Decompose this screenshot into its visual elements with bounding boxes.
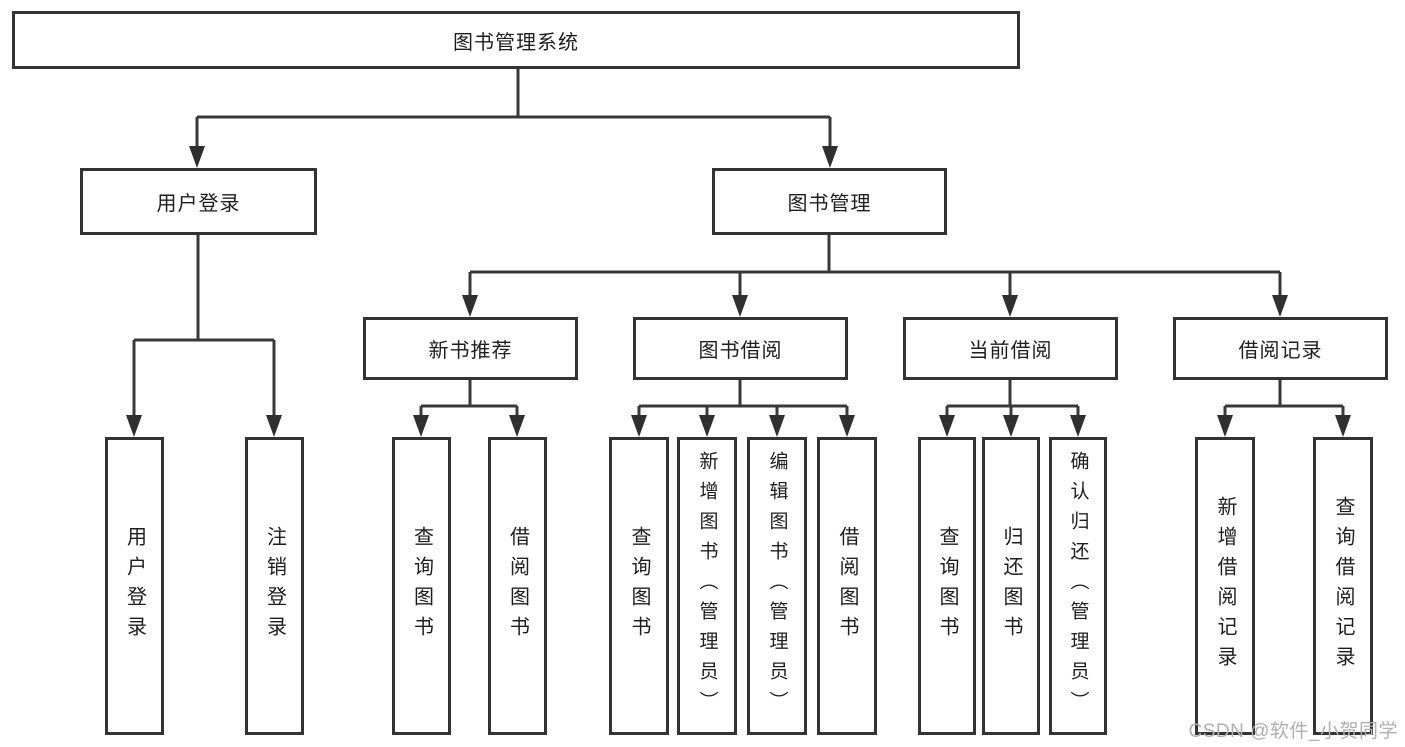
node-label: 图书管理系统 [453, 31, 579, 54]
arrowhead-down-icon [1003, 415, 1019, 437]
leaf-label: 新增图书（管理员） [696, 451, 718, 721]
leaf-logout: 注销登录 [245, 437, 304, 735]
leaf-edit-books-admin: 编辑图书（管理员） [747, 437, 807, 735]
leaf-label: 查询借阅记录 [1332, 496, 1354, 676]
csdn-watermark: CSDN @软件_小贺同学 [1188, 721, 1398, 742]
arrowhead-down-icon [1335, 415, 1351, 437]
node-user-login: 用户登录 [80, 168, 317, 235]
node-book-borrow: 图书借阅 [633, 317, 848, 380]
node-library-management-system: 图书管理系统 [12, 11, 1020, 69]
arrowhead-down-icon [189, 146, 205, 168]
node-label: 图书借阅 [698, 340, 783, 362]
leaf-label: 查询图书 [628, 526, 650, 646]
leaf-add-books-admin: 新增图书（管理员） [677, 437, 737, 735]
arrowhead-down-icon [822, 146, 838, 168]
node-book-management: 图书管理 [712, 168, 947, 235]
arrowhead-down-icon [839, 415, 855, 437]
node-label: 图书管理 [787, 193, 872, 215]
leaf-query-borrow-record: 查询借阅记录 [1313, 437, 1373, 735]
leaf-label: 查询图书 [936, 526, 958, 646]
leaf-label: 新增借阅记录 [1214, 496, 1236, 676]
node-label: 当前借阅 [968, 340, 1053, 362]
leaf-label: 注销登录 [263, 526, 286, 646]
arrowhead-down-icon [631, 415, 647, 437]
arrowhead-down-icon [266, 415, 282, 437]
leaf-query-books: 查询图书 [918, 437, 976, 735]
arrowhead-down-icon [413, 415, 429, 437]
node-current-borrow: 当前借阅 [903, 317, 1118, 380]
leaf-query-books: 查询图书 [392, 437, 451, 735]
node-borrow-records: 借阅记录 [1173, 317, 1388, 380]
leaf-label: 用户登录 [123, 526, 146, 646]
leaf-label: 借阅图书 [506, 526, 529, 646]
leaf-borrow-books: 借阅图书 [488, 437, 547, 735]
leaf-query-books: 查询图书 [609, 437, 669, 735]
leaf-user-login: 用户登录 [105, 437, 164, 735]
node-label: 用户登录 [156, 193, 241, 215]
leaf-add-borrow-record: 新增借阅记录 [1195, 437, 1255, 735]
leaf-label: 确认归还（管理员） [1067, 451, 1089, 721]
leaf-label: 查询图书 [410, 526, 433, 646]
arrowhead-down-icon [769, 415, 785, 437]
leaf-confirm-return-admin: 确认归还（管理员） [1049, 437, 1107, 735]
arrowhead-down-icon [1002, 295, 1018, 317]
leaf-borrow-books: 借阅图书 [817, 437, 877, 735]
leaf-label: 编辑图书（管理员） [766, 451, 788, 721]
arrowhead-down-icon [1272, 295, 1288, 317]
leaf-return-books: 归还图书 [982, 437, 1040, 735]
node-new-book-recommend: 新书推荐 [363, 317, 578, 380]
arrowhead-down-icon [1217, 415, 1233, 437]
arrowhead-down-icon [509, 415, 525, 437]
leaf-label: 借阅图书 [836, 526, 858, 646]
arrowhead-down-icon [126, 415, 142, 437]
arrowhead-down-icon [939, 415, 955, 437]
arrowhead-down-icon [1070, 415, 1086, 437]
leaf-label: 归还图书 [1000, 526, 1022, 646]
node-label: 新书推荐 [428, 340, 513, 362]
arrowhead-down-icon [732, 295, 748, 317]
node-label: 借阅记录 [1238, 340, 1323, 362]
arrowhead-down-icon [699, 415, 715, 437]
arrowhead-down-icon [462, 295, 478, 317]
